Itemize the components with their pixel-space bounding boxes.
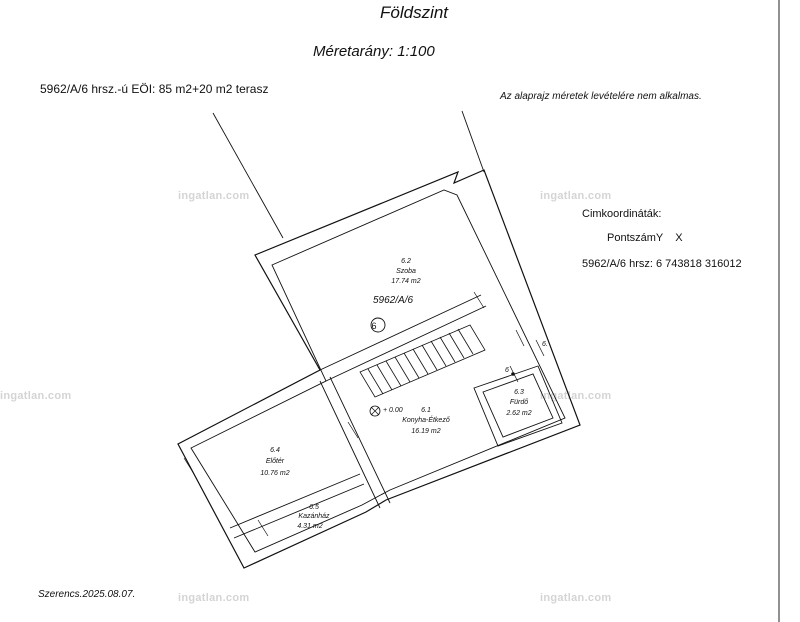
room-area: 4.31 m2 [297, 523, 322, 530]
inner-wall [190, 189, 566, 553]
level-marker-icon [369, 405, 381, 417]
room-area: 17.74 m2 [391, 278, 420, 285]
room-id: 6.3 [514, 389, 524, 396]
room-name: Fürdő [510, 399, 528, 406]
room-eloter: 6.4 Előtér 10.76 m2 [260, 447, 289, 477]
level-label: + 0.00 [383, 407, 403, 414]
plan-date: Szerencs.2025.08.07. [38, 589, 136, 600]
coordinates-row: 5962/A/6 hrsz: 6 743818 316012 [582, 258, 742, 270]
parcel-info: 5962/A/6 hrsz.-ú EÖI: 85 m2+20 m2 terasz [40, 82, 269, 96]
unit-label: 5962/A/6 [373, 295, 413, 306]
room-name: Szoba [396, 268, 416, 275]
watermark: ingatlan.com [540, 190, 612, 202]
unit-number-circle [370, 317, 386, 333]
room-id: 6.1 [421, 407, 431, 414]
room-area: 16.19 m2 [411, 428, 440, 435]
interior-walls [229, 294, 563, 539]
room-szoba: 6.2 Szoba 17.74 m2 [391, 258, 420, 285]
page-title: Földszint [380, 3, 449, 22]
outer-wall [177, 169, 581, 569]
room-id: 6.4 [270, 447, 280, 454]
side-label: 6. [542, 341, 548, 348]
survey-point-icon [511, 372, 515, 376]
room-name: Kazánház [298, 513, 330, 520]
disclaimer-note: Az alaprajz méretek levételére nem alkal… [500, 91, 702, 102]
room-area: 2.62 m2 [505, 410, 531, 417]
room-name: Konyha-Étkező [402, 415, 450, 424]
scale-label: Méretarány: 1:100 [313, 43, 435, 60]
watermark: ingatlan.com [178, 190, 250, 202]
side-label: 6 [505, 367, 509, 374]
dimension-ticks [183, 291, 545, 537]
room-area: 10.76 m2 [260, 470, 289, 477]
room-kazanhaz: 6.5 Kazánház 4.31 m2 [297, 504, 330, 530]
staircase [359, 324, 486, 398]
watermark: ingatlan.com [540, 592, 612, 604]
coordinates-heading: Cimkoordináták: [582, 208, 662, 220]
plot-boundary [212, 110, 485, 239]
room-id: 6.5 [309, 504, 319, 511]
room-name: Előtér [266, 458, 285, 465]
room-konyha-etkezo: 6.1 Konyha-Étkező 16.19 m2 [402, 407, 450, 435]
coordinates-columns: PontszámY X [607, 232, 683, 244]
watermark: ingatlan.com [178, 592, 250, 604]
room-id: 6.2 [401, 258, 411, 265]
room-furdo: 6.3 Fürdő 2.62 m2 [505, 389, 531, 417]
watermark: ingatlan.com [0, 390, 72, 402]
watermark: ingatlan.com [540, 390, 612, 402]
unit-number: 6 [371, 321, 376, 331]
